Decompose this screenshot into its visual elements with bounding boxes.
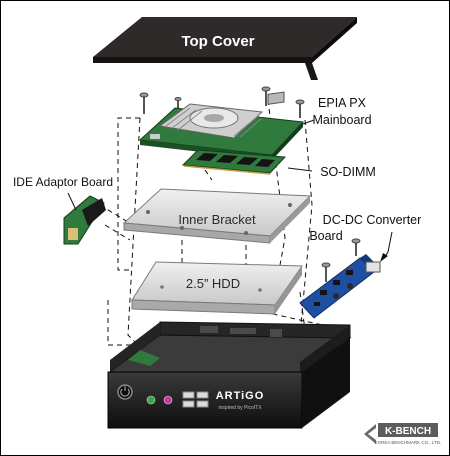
epia-px-mainboard [138,91,305,160]
ide-adaptor-board [63,195,106,245]
inner-bracket: Inner Bracket [122,188,312,244]
top-cover-lip [305,63,318,80]
mainboard-screws [139,86,305,118]
usb-port-3[interactable] [196,391,209,399]
mic-in-port[interactable] [163,395,173,405]
dc-dc-board-label: Board [309,229,342,243]
k-bench-subtext: KOREA BENCHMARK CO., LTD. [375,440,442,445]
dc-dc-converter-board [299,238,381,319]
hdd-2-5-inch: 2.5” HDD [131,261,303,315]
usb-ports [182,391,209,408]
epia-px-label: EPIA PX [318,96,367,110]
usb-port-2[interactable] [182,400,195,408]
chassis-front-panel [107,371,303,429]
top-cover-label: Top Cover [181,33,254,50]
top-cover-face [93,17,357,57]
mainboard-connector [267,91,285,105]
dc-dc-converter-label: DC-DC Converter [323,213,422,227]
mainboard-leader [302,119,315,125]
so-dimm [181,149,287,175]
chassis-side [302,338,350,428]
top-cover: Top Cover [93,17,357,80]
so-dimm-contacts [183,165,271,175]
hdd-label: 2.5” HDD [186,276,240,291]
chassis-inner-board [128,350,160,366]
artigo-brand: ARTiGO [216,390,265,402]
usb-port-4[interactable] [196,400,209,408]
chassis-left-wall [110,322,160,372]
ide-adaptor-connector [82,198,106,226]
chassis-right-wall [300,325,350,375]
k-bench-watermark: K-BENCH KOREA BENCHMARK CO., LTD. [364,423,441,445]
heatsink-fins [165,107,263,138]
usb-port-1[interactable] [182,391,195,399]
ide-adaptor-leader [67,192,77,211]
dc-dc-power-jack [365,261,381,273]
power-button-icon[interactable] [117,384,133,400]
so-dimm-leader [287,167,313,172]
ide-adaptor-label: IDE Adaptor Board [13,175,113,189]
so-dimm-chips [196,153,275,167]
inner-bracket-label: Inner Bracket [178,212,256,227]
dc-dc-components [314,270,353,306]
k-bench-text: K-BENCH [385,426,431,437]
artigo-brand-sub: inspired by PicoITX [218,405,262,411]
mainboard-label: Mainboard [312,113,371,127]
artigo-chassis: ARTiGO inspired by PicoITX [107,321,352,429]
top-cover-side [312,17,357,63]
so-dimm-label: SO-DIMM [320,165,376,179]
audio-out-port[interactable] [146,395,156,405]
top-cover-edge [93,57,312,63]
